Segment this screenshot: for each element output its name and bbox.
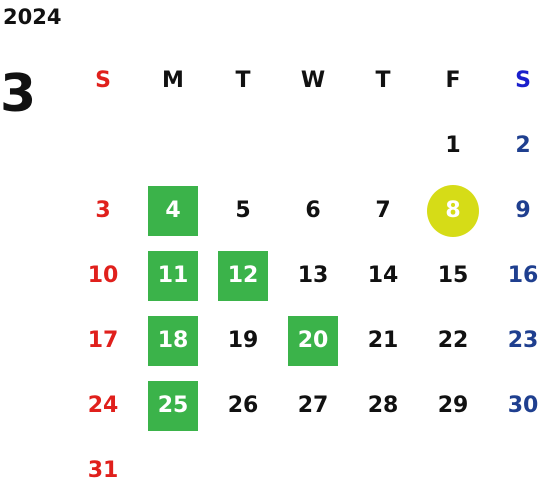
day-cell[interactable]: 3 [68, 178, 138, 243]
day-number: 20 [288, 315, 338, 366]
day-cell-today[interactable]: 8 [418, 178, 488, 243]
day-cell[interactable]: 27 [278, 373, 348, 438]
day-cell[interactable]: 24 [68, 373, 138, 438]
day-number: 30 [507, 393, 539, 418]
day-number: 24 [87, 393, 119, 418]
weekday-header-mon: M [162, 68, 184, 93]
weekday-header-fri: F [445, 68, 461, 93]
day-cell-highlighted[interactable]: 20 [278, 308, 348, 373]
day-number: 3 [95, 198, 111, 223]
day-cell-highlighted[interactable]: 4 [138, 178, 208, 243]
day-cell[interactable]: 6 [278, 178, 348, 243]
day-number: 15 [437, 263, 469, 288]
day-cell-highlighted[interactable]: 11 [138, 243, 208, 308]
day-number: 4 [148, 185, 198, 236]
weekday-header-sat: S [515, 68, 531, 93]
day-number: 9 [515, 198, 531, 223]
day-cell[interactable]: 19 [208, 308, 278, 373]
day-cell[interactable]: 29 [418, 373, 488, 438]
year-label: 2024 [3, 5, 62, 29]
weekday-header-wed: W [300, 68, 326, 93]
empty-day-cell [348, 438, 418, 503]
day-number: 21 [367, 328, 399, 353]
day-number: 25 [148, 380, 198, 431]
empty-day-cell [278, 113, 348, 178]
day-cell[interactable]: 5 [208, 178, 278, 243]
day-number: 6 [305, 198, 321, 223]
day-number: 26 [227, 393, 259, 418]
day-number: 1 [445, 133, 461, 158]
day-number: 22 [437, 328, 469, 353]
day-number: 5 [235, 198, 251, 223]
day-cell[interactable]: 30 [488, 373, 548, 438]
month-label: 3 [0, 64, 37, 124]
day-number: 29 [437, 393, 469, 418]
day-number: 31 [87, 458, 119, 483]
day-number: 19 [227, 328, 259, 353]
day-cell[interactable]: 7 [348, 178, 418, 243]
day-number: 18 [148, 315, 198, 366]
day-cell[interactable]: 1 [418, 113, 488, 178]
empty-day-cell [278, 438, 348, 503]
day-cell[interactable]: 15 [418, 243, 488, 308]
day-cell[interactable]: 17 [68, 308, 138, 373]
empty-day-cell [208, 113, 278, 178]
day-cell[interactable]: 31 [68, 438, 138, 503]
day-cell[interactable]: 10 [68, 243, 138, 308]
day-number: 27 [297, 393, 329, 418]
empty-day-cell [208, 438, 278, 503]
day-number: 14 [367, 263, 399, 288]
empty-day-cell [418, 438, 488, 503]
day-number: 7 [375, 198, 391, 223]
day-cell[interactable]: 26 [208, 373, 278, 438]
empty-day-cell [488, 438, 548, 503]
day-number: 17 [87, 328, 119, 353]
day-number: 28 [367, 393, 399, 418]
day-number: 13 [297, 263, 329, 288]
day-cell[interactable]: 16 [488, 243, 548, 308]
day-cell-highlighted[interactable]: 12 [208, 243, 278, 308]
day-cell[interactable]: 9 [488, 178, 548, 243]
empty-day-cell [138, 113, 208, 178]
day-number: 16 [507, 263, 539, 288]
day-cell[interactable]: 22 [418, 308, 488, 373]
day-number: 23 [507, 328, 539, 353]
empty-day-cell [348, 113, 418, 178]
day-cell[interactable]: 14 [348, 243, 418, 308]
day-cell[interactable]: 2 [488, 113, 548, 178]
day-cell[interactable]: 23 [488, 308, 548, 373]
weekday-header-thu: T [375, 68, 391, 93]
day-number: 11 [148, 250, 198, 301]
day-cell-highlighted[interactable]: 18 [138, 308, 208, 373]
empty-day-cell [68, 113, 138, 178]
day-number: 10 [87, 263, 119, 288]
day-cell-highlighted[interactable]: 25 [138, 373, 208, 438]
day-number: 2 [515, 133, 531, 158]
weekday-header-tue: T [235, 68, 251, 93]
day-cell[interactable]: 21 [348, 308, 418, 373]
day-cell[interactable]: 28 [348, 373, 418, 438]
empty-day-cell [138, 438, 208, 503]
day-number: 8 [427, 184, 479, 237]
weekday-header-sun: S [95, 68, 111, 93]
day-number: 12 [218, 250, 268, 301]
day-cell[interactable]: 13 [278, 243, 348, 308]
